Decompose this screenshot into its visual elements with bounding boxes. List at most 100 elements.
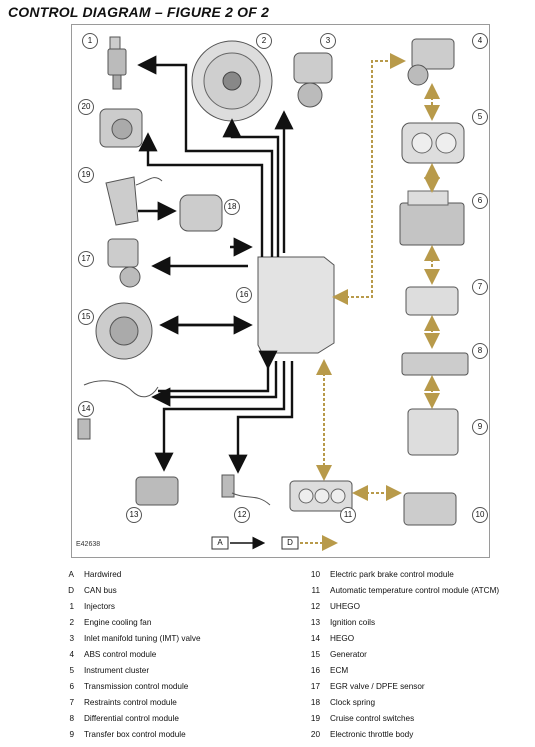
legend-item: 16 ECM [306, 663, 348, 679]
legend-label: Restraints control module [84, 698, 177, 707]
injector-graphic [107, 36, 127, 90]
callout-6: 6 [472, 193, 488, 209]
uhego-graphic [221, 474, 271, 506]
legend-label: Injectors [84, 602, 115, 611]
callout-4: 4 [472, 33, 488, 49]
callout-15: 15 [78, 309, 94, 325]
legend-label: HEGO [330, 634, 355, 643]
callout-12: 12 [234, 507, 250, 523]
can-bus-connections [316, 53, 440, 501]
legend-key: 6 [69, 682, 74, 691]
restraints-module-graphic [405, 286, 459, 316]
legend-label: Automatic temperature control module (AT… [330, 586, 500, 595]
atcm-graphic [289, 480, 353, 512]
imt-valve-graphic [293, 52, 333, 108]
legend-label: EGR valve / DPFE sensor [330, 682, 425, 691]
legend-key: D [68, 586, 74, 595]
key-d-letter: D [287, 538, 293, 547]
clock-spring-graphic [179, 194, 223, 232]
control-diagram: A D E42638 1 2 3 4 5 6 7 8 9 10 11 12 13… [71, 24, 490, 558]
legend-label: Transmission control module [84, 682, 189, 691]
legend-key: 16 [310, 666, 320, 675]
generator-graphic [95, 302, 153, 360]
legend-label: Hardwired [84, 570, 122, 579]
legend-key: 13 [310, 618, 320, 627]
legend-label: Ignition coils [330, 618, 376, 627]
legend-label: ABS control module [84, 650, 157, 659]
legend-key: 19 [310, 714, 320, 723]
callout-11: 11 [340, 507, 356, 523]
park-brake-module-graphic [403, 492, 457, 526]
ignition-coils-graphic [135, 476, 179, 506]
legend-item: A Hardwired [60, 567, 122, 583]
legend-item: 2 Engine cooling fan [60, 615, 151, 631]
legend-key: 10 [310, 570, 320, 579]
abs-module-graphic [407, 38, 455, 86]
legend-item: 20 Electronic throttle body [306, 727, 413, 743]
legend-item: 13 Ignition coils [306, 615, 375, 631]
legend-key: 7 [69, 698, 74, 707]
legend-item: 3 Inlet manifold tuning (IMT) valve [60, 631, 201, 647]
callout-19: 19 [78, 167, 94, 183]
legend-label: Generator [330, 650, 367, 659]
legend-label: Inlet manifold tuning (IMT) valve [84, 634, 201, 643]
legend-key: 8 [69, 714, 74, 723]
callout-1: 1 [82, 33, 98, 49]
transfer-box-module-graphic [407, 408, 459, 456]
legend-item: 8 Differential control module [60, 711, 179, 727]
legend-item: D CAN bus [60, 583, 117, 599]
legend-item: 11 Automatic temperature control module (… [306, 583, 500, 599]
cooling-fan-graphic [191, 40, 273, 122]
legend-label: ECM [330, 666, 349, 675]
callout-2: 2 [256, 33, 272, 49]
legend-key: 3 [69, 634, 74, 643]
callout-14: 14 [78, 401, 94, 417]
callout-7: 7 [472, 279, 488, 295]
callout-5: 5 [472, 109, 488, 125]
line-type-key [211, 535, 338, 551]
legend-key: 2 [69, 618, 74, 627]
callout-17: 17 [78, 251, 94, 267]
hardwired-connections [137, 55, 294, 474]
callout-20: 20 [78, 99, 94, 115]
legend-item: 17 EGR valve / DPFE sensor [306, 679, 425, 695]
callout-18: 18 [224, 199, 240, 215]
legend-key: 17 [310, 682, 320, 691]
ecm-graphic [257, 256, 335, 354]
egr-valve-graphic [107, 238, 141, 288]
legend-item: 19 Cruise control switches [306, 711, 414, 727]
legend-label: Cruise control switches [330, 714, 415, 723]
callout-9: 9 [472, 419, 488, 435]
legend-item: 1 Injectors [60, 599, 115, 615]
legend-item: 6 Transmission control module [60, 679, 188, 695]
legend-key: A [68, 570, 74, 579]
legend-item: 4 ABS control module [60, 647, 156, 663]
legend-label: Engine cooling fan [84, 618, 152, 627]
page-title: CONTROL DIAGRAM – FIGURE 2 OF 2 [8, 4, 270, 20]
callout-10: 10 [472, 507, 488, 523]
legend-label: Electronic throttle body [330, 730, 414, 739]
legend-key: 11 [311, 586, 321, 595]
legend-item: 10 Electric park brake control module [306, 567, 454, 583]
callout-16: 16 [236, 287, 252, 303]
differential-module-graphic [401, 352, 469, 376]
legend-key: 20 [310, 730, 320, 739]
legend-label: UHEGO [330, 602, 361, 611]
instrument-cluster-graphic [401, 122, 465, 164]
legend-label: Instrument cluster [84, 666, 150, 675]
legend-key: 4 [69, 650, 74, 659]
legend-label: Differential control module [84, 714, 179, 723]
key-a-letter: A [217, 538, 223, 547]
legend-key: 18 [310, 698, 320, 707]
legend-key: 5 [69, 666, 74, 675]
legend-key: 1 [69, 602, 74, 611]
callout-3: 3 [320, 33, 336, 49]
legend-key: 14 [310, 634, 320, 643]
legend-label: Electric park brake control module [330, 570, 454, 579]
legend-item: 14 HEGO [306, 631, 354, 647]
legend-label: CAN bus [84, 586, 117, 595]
